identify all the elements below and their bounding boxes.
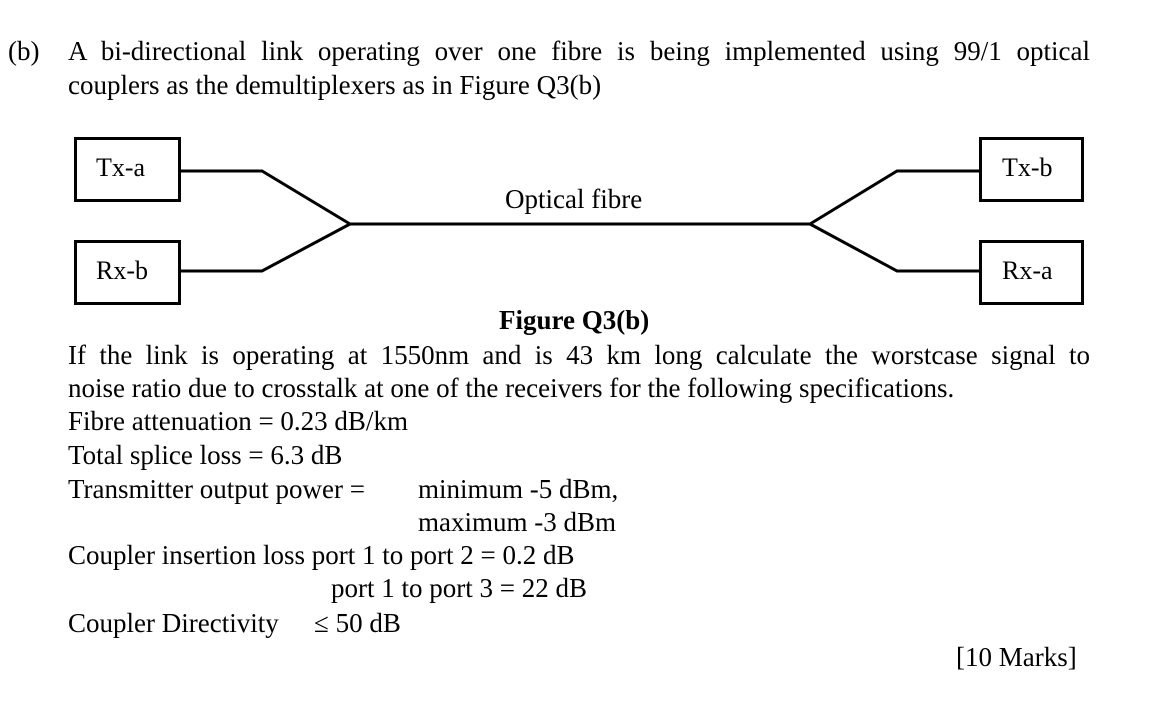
rx-b-box [74, 240, 181, 305]
para-line-2: noise ratio due to crosstalk at one of t… [68, 373, 955, 403]
spec-tx-power-label: Transmitter output power = [68, 474, 365, 504]
right-coupler-upper-arm [809, 169, 980, 226]
para-line-1-text: If the link is operating at 1550nm and i… [68, 340, 1090, 370]
spec-directivity-label: Coupler Directivity [68, 608, 279, 638]
tx-a-box [74, 137, 181, 202]
figure-caption: Figure Q3(b) [499, 305, 650, 335]
spec-splice-loss: Total splice loss = 6.3 dB [68, 440, 343, 470]
rx-a-box [979, 240, 1084, 305]
rx-a-label: Rx-a [1002, 256, 1053, 285]
left-coupler-upper-arm [180, 169, 351, 226]
tx-a-label: Tx-a [96, 153, 146, 182]
spec-directivity-value: ≤ 50 dB [314, 608, 401, 638]
spec-tx-power-min: minimum -5 dBm, [418, 474, 619, 504]
spec-coupler-loss-1-3: port 1 to port 3 = 22 dB [331, 573, 587, 603]
intro-line-1: A bi-directional link operating over one… [68, 34, 1090, 68]
intro-line-1-text: A bi-directional link operating over one… [68, 36, 1090, 66]
part-label: (b) [8, 36, 40, 66]
spec-coupler-loss-1-2: Coupler insertion loss port 1 to port 2 … [68, 540, 575, 570]
spec-fibre-attenuation: Fibre attenuation = 0.23 dB/km [68, 406, 408, 436]
rx-b-label: Rx-b [96, 256, 148, 285]
para-line-1: If the link is operating at 1550nm and i… [68, 338, 1090, 372]
left-coupler-lower-arm [180, 222, 351, 273]
spec-tx-power-max: maximum -3 dBm [418, 507, 616, 537]
tx-b-label: Tx-b [1002, 153, 1053, 182]
marks-label: [10 Marks] [956, 642, 1077, 672]
intro-line-2: couplers as the demultiplexers as in Fig… [68, 70, 602, 100]
right-coupler-lower-arm [809, 222, 980, 273]
optical-fibre-label: Optical fibre [505, 184, 643, 214]
tx-b-box [979, 137, 1084, 202]
